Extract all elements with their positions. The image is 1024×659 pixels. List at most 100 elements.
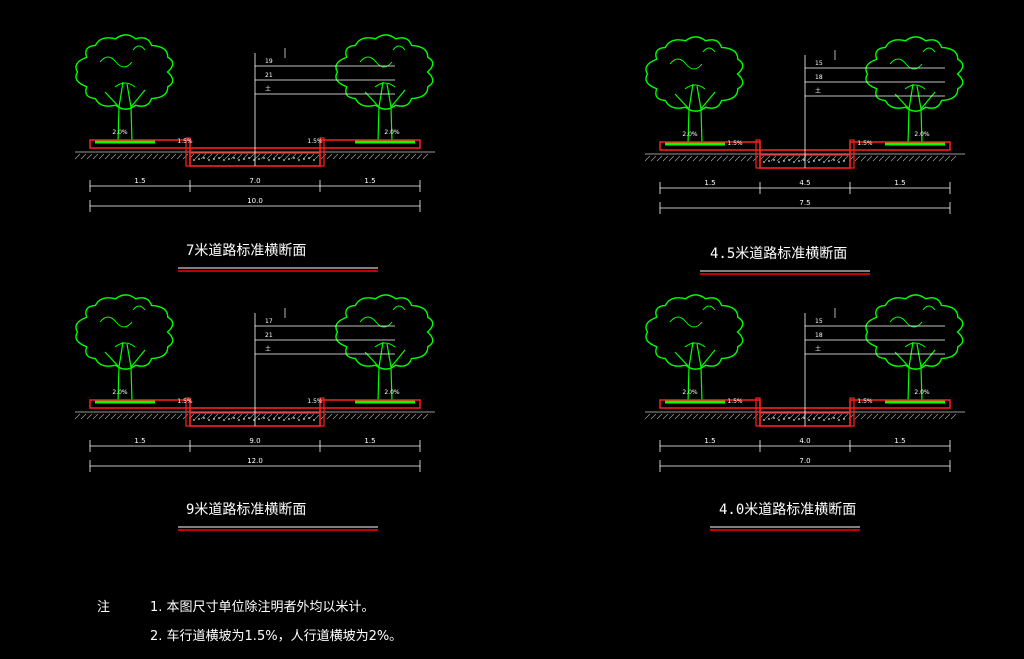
- sec-0-ground-hatch: [236, 153, 243, 160]
- sec-0-ground-hatch: [338, 153, 345, 160]
- sec-2-ground-hatch: [194, 413, 201, 420]
- sec-2-aggregate: [288, 418, 290, 420]
- section-title-4-0m: 4.0米道路标准横断面: [719, 502, 857, 518]
- sec-2-aggregate: [258, 418, 260, 420]
- sec-2-tree-right-canopy: [335, 294, 434, 370]
- sec-2-ground-hatch: [260, 413, 267, 420]
- sec-2-tree-right-detail: [359, 305, 406, 348]
- sec-2-aggregate: [218, 417, 220, 419]
- sec-2-ground-hatch: [314, 413, 321, 420]
- sec-0-aggregate: [303, 158, 305, 160]
- sec-2-ground-hatch: [362, 413, 369, 420]
- sec-2-tree-left-trunk: [104, 341, 146, 403]
- sec-3-aggregate: [808, 419, 810, 421]
- sec-1-aggregate: [828, 160, 830, 162]
- sec-2-ground-hatch: [386, 413, 393, 420]
- sec-3-layer-label-2: 土: [815, 345, 821, 353]
- sec-0-tree-left-canopy: [75, 34, 174, 110]
- sec-0-ground-hatch: [170, 153, 177, 160]
- sec-3-aggregate: [813, 418, 815, 420]
- sec-1-dim-left: 1.5: [704, 179, 715, 187]
- sec-2-aggregate: [233, 417, 235, 419]
- sec-3-aggregate: [833, 417, 835, 419]
- sec-1-aggregate: [798, 160, 800, 162]
- sec-0-tree-left-detail: [99, 45, 146, 88]
- sec-0-curb-right: [319, 137, 325, 167]
- sec-2-aggregate: [263, 417, 265, 419]
- sec-2-ground-hatch: [98, 413, 105, 420]
- sec-0-aggregate: [233, 157, 235, 159]
- sec-2-ground-hatch: [374, 413, 381, 420]
- sec-2-ground-hatch: [128, 413, 135, 420]
- sec-3-aggregate: [773, 417, 775, 419]
- sec-1-ground-hatch: [716, 155, 723, 162]
- sec-1-ground-hatch: [914, 155, 921, 162]
- sec-0-ground-hatch: [92, 153, 99, 160]
- sec-0-side-slope-right: 2.0%: [384, 129, 400, 136]
- sec-2-aggregate: [273, 418, 275, 420]
- sec-0-ground-hatch: [326, 153, 333, 160]
- sec-1-ground-hatch: [884, 155, 891, 162]
- sec-3-aggregate: [788, 417, 790, 419]
- sec-0-ground-hatch: [422, 153, 429, 160]
- sec-1-curb-right: [849, 139, 855, 169]
- sec-3-ground-hatch: [932, 413, 939, 420]
- sec-3-layer-label-0: 15: [815, 318, 823, 325]
- sec-3-aggregate: [798, 418, 800, 420]
- sec-1-tree-left-canopy: [645, 36, 744, 112]
- sec-2-ground-hatch: [350, 413, 357, 420]
- sec-1-aggregate: [778, 161, 780, 163]
- sec-0-aggregate: [198, 158, 200, 160]
- sec-2-ground-hatch: [122, 413, 129, 420]
- sec-2-ground-hatch: [206, 413, 213, 420]
- sec-1-ground-hatch: [644, 155, 651, 162]
- sec-2-aggregate: [198, 418, 200, 420]
- sec-0-ground-hatch: [230, 153, 237, 160]
- sec-0-aggregate: [288, 158, 290, 160]
- sec-0-ground-hatch: [386, 153, 393, 160]
- sec-2-ground-hatch: [254, 413, 261, 420]
- sec-3-tree-right-trunk: [894, 341, 936, 403]
- sec-2-slope-left: 1.5%: [177, 398, 193, 405]
- sec-0-layer-label-0: 19: [265, 58, 273, 65]
- sec-2-ground-hatch: [146, 413, 153, 420]
- sec-0-side-slope-left: 2.0%: [112, 129, 128, 136]
- sec-1-ground-hatch: [890, 155, 897, 162]
- sec-1-tree-left-detail: [669, 47, 716, 90]
- sec-1-ground-hatch: [698, 155, 705, 162]
- sec-0-ground-hatch: [296, 153, 303, 160]
- note-item-1: 1. 本图尺寸单位除注明者外均以米计。: [150, 600, 375, 615]
- sec-1-ground-hatch: [902, 155, 909, 162]
- sec-3-ground-hatch: [938, 413, 945, 420]
- sec-1-aggregate: [773, 159, 775, 161]
- sec-1-ground-hatch: [722, 155, 729, 162]
- sec-3-ground-hatch: [776, 413, 783, 420]
- sec-0-ground-hatch: [74, 153, 81, 160]
- sec-3-aggregate: [823, 419, 825, 421]
- sec-2-aggregate: [253, 419, 255, 421]
- sec-3-ground-hatch: [644, 413, 651, 420]
- sec-3-ground-hatch: [764, 413, 771, 420]
- sec-0-ground-hatch: [398, 153, 405, 160]
- sec-2-aggregate: [248, 417, 250, 419]
- sec-2-aggregate: [208, 419, 210, 421]
- sec-0-layer-label-2: 土: [265, 85, 271, 93]
- sec-3-ground-hatch: [866, 413, 873, 420]
- sec-1-tree-right-trunk: [894, 83, 936, 145]
- sec-0-ground-hatch: [332, 153, 339, 160]
- sec-0-ground-hatch: [176, 153, 183, 160]
- sec-3-ground-hatch: [692, 413, 699, 420]
- sec-3-aggregate: [783, 418, 785, 420]
- sec-3-ground-hatch: [686, 413, 693, 420]
- sec-3-tree-right-canopy: [865, 294, 964, 370]
- sec-2-dim-total: 12.0: [247, 457, 263, 465]
- sec-2-layer-label-1: 21: [265, 332, 273, 339]
- sec-2-aggregate: [223, 419, 225, 421]
- sec-3-tree-left-canopy: [645, 294, 744, 370]
- sec-1-ground-hatch: [656, 155, 663, 162]
- sec-3-ground-hatch: [716, 413, 723, 420]
- sec-3-ground-hatch: [830, 413, 837, 420]
- sec-3-layer-label-1: 18: [815, 332, 823, 339]
- sec-2-aggregate: [313, 419, 315, 421]
